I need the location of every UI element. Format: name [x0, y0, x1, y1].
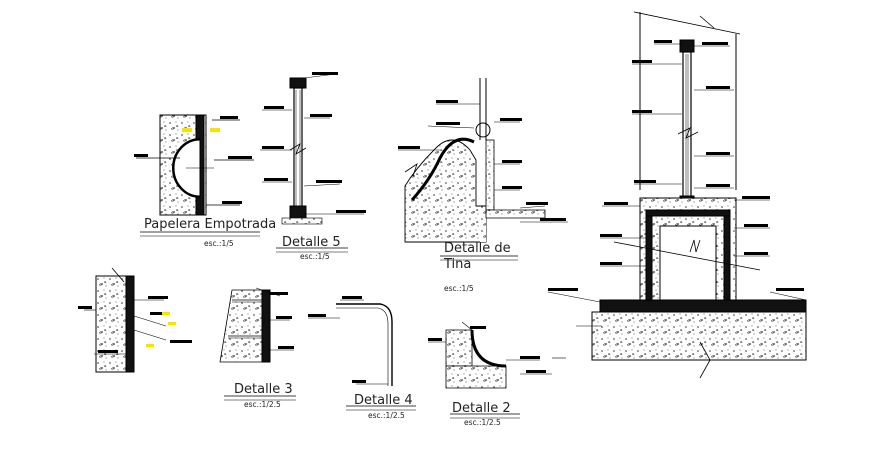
detail-papelera-empotrada	[134, 114, 260, 237]
scale-detalle-4: esc.:1/2.5	[368, 411, 405, 420]
detail-5	[260, 72, 366, 253]
title-detalle-5: Detalle 5	[282, 235, 341, 250]
title-detalle-2: Detalle 2	[452, 401, 511, 416]
title-papelera: Papelera Empotrada	[144, 217, 276, 232]
detail-2	[428, 321, 566, 419]
scale-papelera: esc.:1/5	[204, 239, 234, 248]
detail-4	[308, 296, 416, 411]
detail-wall-fixings	[78, 267, 192, 373]
scale-detalle-3: esc.:1/2.5	[244, 400, 281, 409]
title-detalle-3: Detalle 3	[234, 382, 293, 397]
section-leaders	[547, 40, 807, 303]
detail-wall-section	[547, 11, 807, 379]
scale-detalle-5: esc.:1/5	[300, 252, 330, 261]
detail-tina	[398, 78, 568, 261]
title-tina-line2: Tina	[443, 257, 471, 272]
scale-detalle-2: esc.:1/2.5	[464, 418, 501, 427]
detail-3	[219, 287, 296, 401]
title-detalle-4: Detalle 4	[354, 393, 413, 408]
scale-tina: esc.:1/5	[444, 284, 474, 293]
title-tina-line1: Detalle de	[444, 241, 511, 256]
